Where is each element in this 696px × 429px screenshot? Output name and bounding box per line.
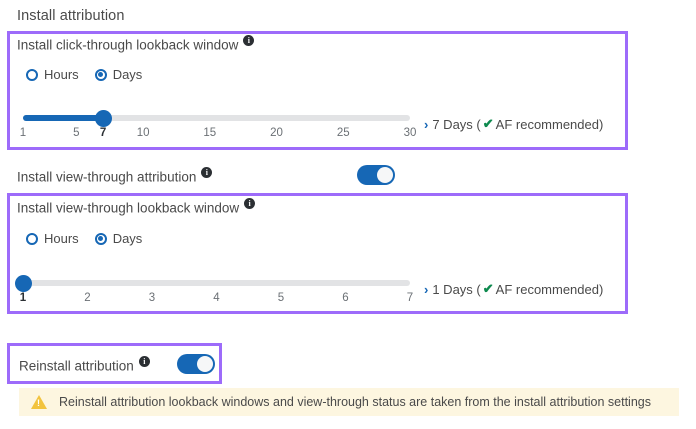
install-view-through-attribution-toggle[interactable] [357,165,395,185]
click-through-value-suffix: AF recommended) [495,116,604,132]
reinstall-attribution-label: Reinstall attribution i [19,356,150,374]
slider-tick-4: 4 [213,292,220,304]
slider-tick-1: 1 [19,127,27,139]
slider-tick-25: 25 [336,127,350,139]
warning-banner-text: Reinstall attribution lookback windows a… [59,395,651,409]
slider-track[interactable] [23,280,410,286]
view-through-unit-radio-group[interactable]: Hours Days [26,231,142,246]
slider-tick-7: 7 [99,127,107,139]
radio-label-hours: Hours [44,67,79,82]
slider-tick-5: 5 [277,292,285,304]
slider-tick-6: 6 [342,292,349,304]
radio-option-days[interactable]: Days [94,67,143,82]
radio-option-days[interactable]: Days [94,231,143,246]
reinstall-attribution-label-text: Reinstall attribution [19,358,134,374]
radio-circle-hours-icon[interactable] [26,232,38,245]
slider-thumb[interactable] [14,274,32,292]
slider-tick-1: 1 [19,292,27,304]
warning-triangle-icon [31,395,47,409]
click-through-lookback-label: Install click-through lookback window i [17,35,255,53]
slider-tick-5: 5 [73,127,80,139]
radio-option-hours[interactable]: Hours [26,231,79,246]
install-view-through-attribution-label-text: Install view-through attribution [17,169,197,185]
slider-tick-3: 3 [148,292,156,304]
click-through-value-text: 7 Days ( [432,116,481,132]
warning-banner: Reinstall attribution lookback windows a… [19,388,679,416]
info-icon[interactable]: i [201,167,213,178]
radio-circle-days-icon[interactable] [94,232,107,245]
radio-circle-hours-icon[interactable] [26,68,38,81]
view-through-lookback-label: Install view-through lookback window i [17,198,256,216]
info-icon[interactable]: i [138,356,150,367]
slider-tick-2: 2 [84,292,91,304]
radio-label-days: Days [112,67,143,82]
slider-tick-7: 7 [406,292,414,304]
slider-track[interactable] [23,115,410,121]
chevron-right-icon: › [424,281,429,297]
info-icon[interactable]: i [243,35,255,46]
check-icon: ✔ [482,281,494,296]
toggle-knob [377,167,393,183]
install-view-through-lookback-panel [7,193,628,314]
slider-thumb[interactable] [94,109,112,127]
reinstall-attribution-toggle[interactable] [177,354,215,374]
slider-tick-30: 30 [403,127,417,139]
slider-tick-20: 20 [270,127,283,139]
page-title: Install attribution [17,8,125,24]
view-through-value-suffix: AF recommended) [495,281,604,297]
radio-label-hours: Hours [44,231,79,246]
slider-tick-10: 10 [136,127,150,139]
slider-tick-labels: 1 2 3 4 5 6 7 [19,292,414,308]
slider-tick-15: 15 [203,127,217,139]
install-click-through-lookback-panel [7,31,628,150]
radio-label-days: Days [112,231,143,246]
view-through-lookback-label-text: Install view-through lookback window [17,200,240,216]
click-through-lookback-label-text: Install click-through lookback window [17,37,239,53]
view-through-value-readout[interactable]: ›1 Days (✔ AF recommended) [424,281,603,297]
click-through-value-readout[interactable]: ›7 Days (✔ AF recommended) [424,116,603,132]
slider-fill [23,115,104,121]
info-icon[interactable]: i [244,198,256,209]
view-through-value-text: 1 Days ( [432,281,481,297]
install-view-through-attribution-label: Install view-through attribution i [17,167,213,185]
chevron-right-icon: › [424,116,429,132]
check-icon: ✔ [482,116,494,131]
radio-option-hours[interactable]: Hours [26,67,79,82]
radio-circle-days-icon[interactable] [94,68,107,81]
click-through-unit-radio-group[interactable]: Hours Days [26,67,142,82]
toggle-knob [197,356,213,372]
